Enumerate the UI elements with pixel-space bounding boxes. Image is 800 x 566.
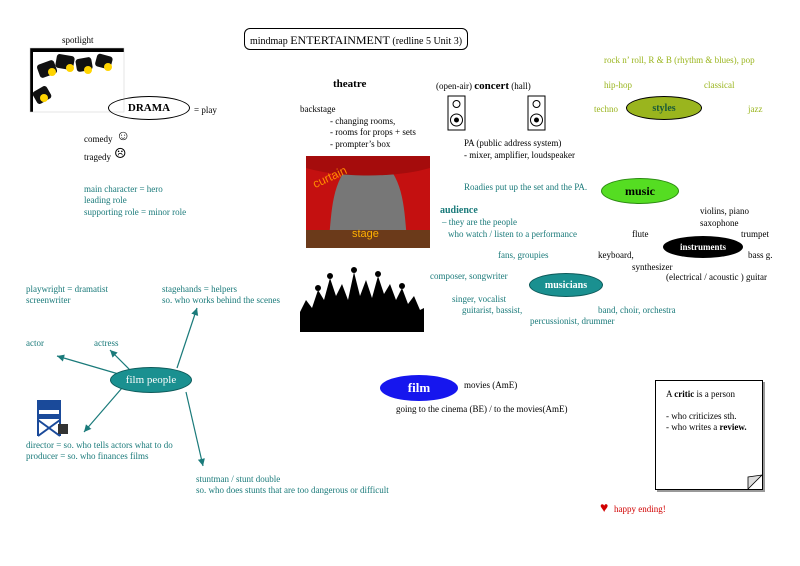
stage-image: curtain stage — [306, 156, 430, 248]
roles-list: main character = hero leading role suppo… — [84, 184, 186, 218]
backstage-item: - rooms for props + sets — [330, 127, 416, 138]
title-suffix: (redline 5 Unit 3) — [389, 36, 463, 47]
title-box: mindmap ENTERTAINMENT (redline 5 Unit 3) — [244, 28, 468, 50]
drama-label: DRAMA — [127, 102, 171, 114]
instrument-violins: violins, piano — [700, 206, 749, 216]
pa-label: PA (public address system) — [464, 138, 562, 148]
concert-heading: (open-air) concert (hall) — [436, 80, 531, 94]
smiley-icon: ☺ — [116, 129, 131, 144]
concert-suffix: (hall) — [509, 81, 531, 91]
style-item-classical: classical — [704, 80, 735, 90]
audience-label: audience — [440, 205, 478, 216]
critic-word: critic — [674, 389, 695, 399]
instrument-flute: flute — [632, 229, 649, 239]
page-title: mindmap ENTERTAINMENT (redline 5 Unit 3) — [245, 33, 467, 48]
musicians-label: musicians — [544, 279, 588, 291]
critic-line-3: - who writes a review. — [666, 422, 747, 433]
critic-review: review. — [719, 422, 747, 432]
happy-ending-label: happy ending! — [614, 504, 666, 514]
drama-oval: DRAMA — [108, 96, 190, 120]
arrow-to-stuntman — [185, 391, 205, 467]
tragedy-label: tragedy — [84, 152, 111, 162]
styles-label: styles — [652, 102, 676, 114]
critic-line3-pre: - who writes a — [666, 422, 720, 432]
composer-label: composer, songwriter — [430, 271, 508, 281]
arrow-to-stagehands — [176, 307, 199, 369]
style-item-techno: techno — [594, 104, 618, 114]
instrument-saxophone: saxophone — [700, 218, 739, 228]
frown-icon: ☹ — [114, 147, 127, 162]
roadies-label: Roadies put up the set and the PA. — [464, 182, 588, 192]
actor-label: actor — [26, 338, 44, 348]
stagehands-def: so. who works behind the scenes — [162, 295, 280, 305]
critic-post: is a person — [694, 389, 736, 399]
critic-line-1: A critic is a person — [666, 389, 735, 400]
critic-note: A critic is a person - who criticizes st… — [655, 380, 764, 490]
film-oval: film — [380, 375, 458, 401]
styles-oval: styles — [626, 96, 702, 120]
instruments-label: instruments — [679, 242, 726, 252]
guitarist-label: guitarist, bassist, — [462, 305, 523, 315]
percussionist-label: percussionist, drummer — [530, 316, 615, 326]
page-curl-icon — [747, 474, 764, 490]
film-label: film — [407, 380, 431, 395]
critic-pre: A — [666, 389, 675, 399]
role-item: leading role — [84, 195, 127, 206]
stagehands-label: stagehands = helpers — [162, 284, 238, 294]
instruments-oval: instruments — [663, 236, 743, 258]
style-item-hiphop: hip-hop — [604, 80, 632, 90]
music-label: music — [625, 183, 655, 198]
role-item: main character = hero — [84, 184, 163, 194]
instrument-synth: synthesizer — [632, 262, 673, 272]
title-prefix: mindmap — [249, 36, 291, 47]
pa-items: - mixer, amplifier, loudspeaker — [464, 150, 575, 160]
arrow-to-actor — [56, 354, 123, 376]
singer-label: singer, vocalist — [452, 294, 507, 304]
film-people-oval: film people — [110, 367, 192, 393]
producer-label: producer = so. who finances films — [26, 451, 149, 461]
playwright-label: playwright = dramatist — [26, 284, 109, 294]
screenwriter-label: screenwriter — [26, 295, 71, 305]
audience-line: – they are the people — [442, 217, 517, 227]
theatre-label: theatre — [333, 78, 367, 90]
going-label: going to the cinema (BE) / to the movies… — [396, 404, 568, 414]
fans-label: fans, groupies — [498, 250, 549, 260]
concert-label: concert — [474, 80, 510, 92]
movies-label: movies (AmE) — [464, 380, 518, 390]
style-item-rock: rock n’ roll, R & B (rhythm & blues), po… — [604, 55, 755, 65]
spotlight-label: spotlight — [62, 35, 94, 45]
heart-icon: ♥ — [600, 501, 609, 516]
critic-line-2: - who criticizes sth. — [666, 411, 737, 421]
drama-eq: = play — [194, 105, 217, 115]
instrument-guitar: (electrical / acoustic ) guitar — [666, 272, 767, 282]
backstage-list: - changing rooms, - rooms for props + se… — [330, 116, 416, 150]
musicians-oval: musicians — [529, 273, 603, 297]
instrument-keyboard: keyboard, — [598, 250, 634, 260]
arrow-to-actress — [109, 349, 131, 371]
stage-label: stage — [352, 228, 379, 240]
stuntman-label: stuntman / stunt double — [196, 474, 281, 484]
backstage-item: - prompter’s box — [330, 138, 391, 149]
style-item-jazz: jazz — [748, 104, 763, 114]
role-item: supporting role = minor role — [84, 206, 187, 217]
actress-label: actress — [94, 338, 119, 348]
comedy-label: comedy — [84, 134, 113, 144]
stuntman-def: so. who does stunts that are too dangero… — [196, 485, 389, 495]
backstage-label: backstage — [300, 104, 336, 114]
band-label: band, choir, orchestra — [598, 305, 676, 315]
concert-prefix: (open-air) — [436, 81, 475, 91]
instrument-trumpet: trumpet — [741, 229, 769, 239]
backstage-item: - changing rooms, — [330, 116, 396, 126]
arrow-to-director — [83, 387, 123, 433]
title-main: ENTERTAINMENT — [290, 33, 390, 47]
film-people-label: film people — [125, 374, 177, 386]
music-oval: music — [601, 178, 679, 204]
instrument-bass: bass g. — [748, 250, 773, 260]
director-label: director = so. who tells actors what to … — [26, 440, 173, 450]
audience-line: who watch / listen to a performance — [448, 229, 577, 239]
